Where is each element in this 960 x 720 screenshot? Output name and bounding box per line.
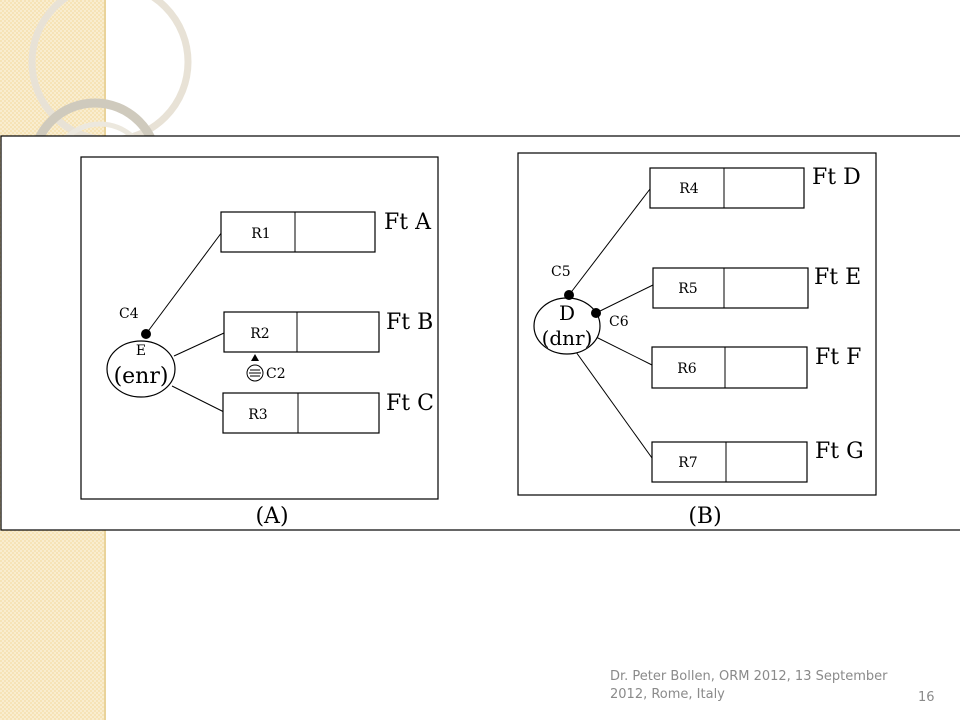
role-label-r3: R3: [248, 407, 267, 423]
fact-label-ft-g: Ft G: [815, 439, 864, 464]
constraint-c2-arrow: [251, 354, 259, 361]
role-label-r1: R1: [251, 226, 270, 242]
connector-e-r3: [171, 385, 225, 413]
constraint-c6-dot: [591, 308, 601, 318]
panel-b-caption: (B): [688, 504, 721, 529]
fact-label-ft-a: Ft A: [384, 210, 432, 235]
connector-e-r1: [145, 231, 223, 335]
role-box-r2: [223, 311, 380, 353]
entity-e-ellipse: [106, 340, 176, 398]
fact-label-ft-f: Ft F: [815, 345, 861, 370]
role-label-r2: R2: [250, 326, 269, 342]
panel-a: E (enr) C4 R1 Ft A R2 Ft B C2 R3 Ft C (A…: [80, 156, 439, 529]
constraint-c4-label: C4: [119, 306, 139, 322]
fact-label-ft-b: Ft B: [386, 310, 433, 335]
panel-a-caption: (A): [255, 504, 288, 529]
panel-b: D (dnr) C5 C6 R4 Ft D R5 Ft E R6 Ft F R7…: [517, 152, 877, 529]
connector-d-r5: [595, 284, 654, 314]
fact-label-ft-d: Ft D: [812, 165, 861, 190]
role-label-r5: R5: [678, 281, 697, 297]
role-box-r6: [651, 346, 808, 389]
constraint-c6-label: C6: [609, 314, 629, 330]
role-box-r5: [652, 267, 809, 309]
fact-label-ft-c: Ft C: [386, 391, 434, 416]
constraint-c2-label: C2: [266, 366, 286, 382]
entity-d-name: D: [559, 301, 575, 325]
entity-e-name: E: [136, 343, 146, 359]
role-label-r4: R4: [679, 181, 699, 197]
fact-label-ft-e: Ft E: [814, 265, 861, 290]
footer-citation: Dr. Peter Bollen, ORM 2012, 13 September…: [610, 669, 888, 702]
connector-d-r7: [575, 351, 653, 459]
entity-d-code: (dnr): [542, 326, 593, 350]
role-label-r7: R7: [678, 455, 697, 471]
connector-d-r4: [568, 188, 651, 296]
role-box-r1: [220, 211, 376, 253]
role-box-r7: [651, 441, 808, 483]
connector-e-r2: [173, 332, 225, 357]
constraint-c5-dot: [564, 290, 574, 300]
constraint-c5-label: C5: [551, 264, 571, 280]
constraint-c4-dot: [141, 329, 151, 339]
connector-d-r6: [591, 334, 653, 366]
page-number: 16: [918, 690, 935, 705]
role-box-r4: [649, 167, 805, 209]
entity-e-code: (enr): [114, 364, 169, 389]
role-box-r3: [222, 392, 380, 434]
role-label-r6: R6: [677, 361, 697, 377]
